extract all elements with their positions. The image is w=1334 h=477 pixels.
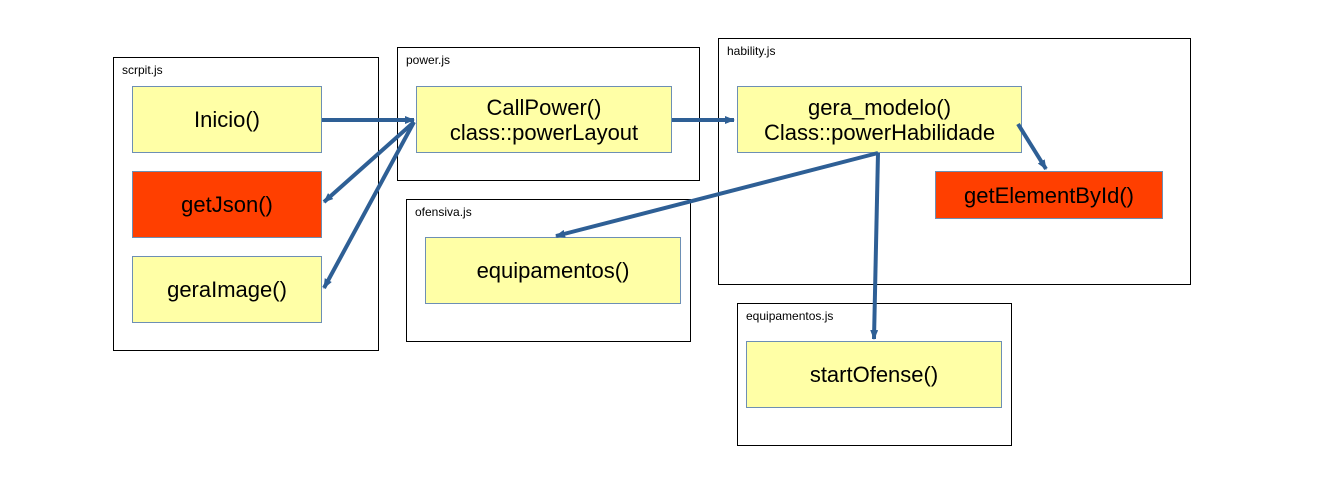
file-label-power-js: power.js [406,53,451,67]
function-callpower-label: CallPower() [486,94,602,120]
function-gera-modelo-label: gera_modelo() [807,94,952,120]
file-label-hability-js: hability.js [727,44,776,58]
function-getjson: getJson() [132,171,322,238]
function-callpower: CallPower() class::powerLayout [416,86,672,153]
function-getelementbyid-label: getElementById() [964,182,1134,208]
file-label-equipamentos-js: equipamentos.js [746,309,834,323]
file-hability-js: hability.js [718,38,1191,285]
function-startofense: startOfense() [746,341,1002,408]
function-getjson-label: getJson() [181,192,273,217]
function-gera-modelo: gera_modelo() Class::powerHabilidade [737,86,1022,153]
file-label-ofensiva-js: ofensiva.js [415,205,472,219]
function-inicio-label: Inicio() [193,107,260,132]
function-callpower-class: class::powerLayout [449,119,639,145]
function-equipamentos: equipamentos() [425,237,681,304]
file-label-scrpit-js: scrpit.js [122,63,163,77]
function-geraimage: geraImage() [132,256,322,323]
function-getelementbyid: getElementById() [935,171,1163,219]
function-geraimage-label: geraImage() [167,277,287,302]
function-gera-modelo-class: Class::powerHabilidade [763,119,996,145]
function-startofense-label: startOfense() [809,362,939,387]
function-inicio: Inicio() [132,86,322,153]
function-equipamentos-label: equipamentos() [476,258,630,283]
